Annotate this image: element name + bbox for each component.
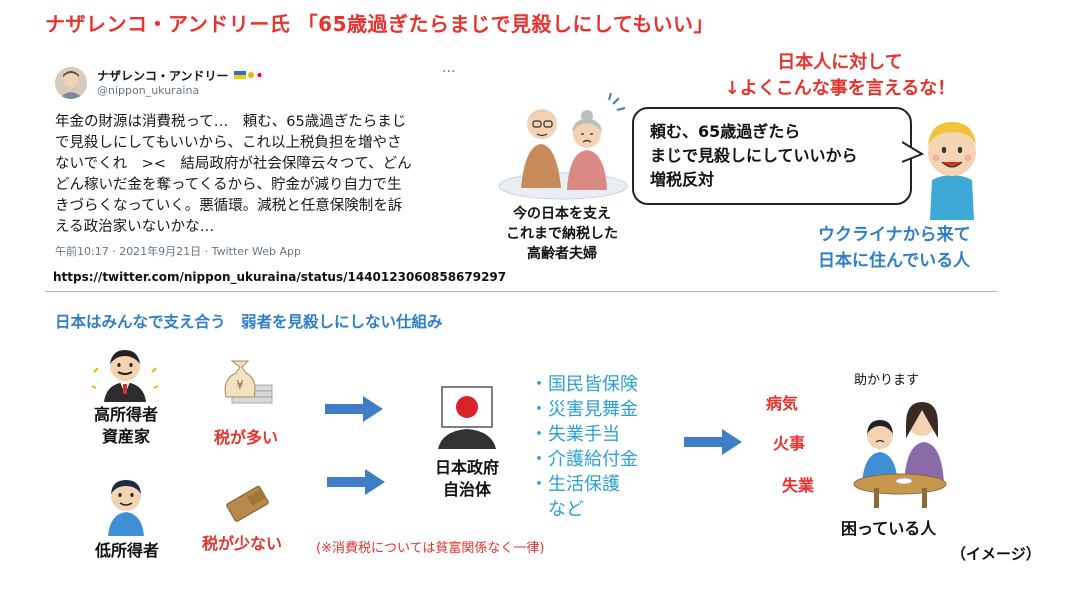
arrow-right-icon [327, 469, 385, 495]
tweet-author-handle[interactable]: @nippon_ukuraina [97, 84, 200, 97]
family-in-need-illustration [853, 402, 947, 508]
money-bag-icon: ¥ [224, 360, 273, 404]
exclaim-line: 日本人に対して [777, 52, 903, 73]
tweet-author-name-text: ナザレンコ・アンドリー [97, 69, 229, 83]
bubble-line: 頼む、65歳過ぎたら [650, 122, 801, 141]
trouble-fire: 火事 [773, 434, 806, 453]
service-item: ・国民皆保険 [530, 374, 638, 395]
page-title: ナザレンコ・アンドリー氏 「65歳過ぎたらまじで見殺しにしてもいい」 [45, 12, 714, 36]
svg-text:¥: ¥ [236, 378, 244, 392]
foreign-resident-illustration [928, 122, 976, 220]
elderly-caption-line: 今の日本を支え [513, 206, 611, 222]
government-line: 日本政府 [434, 458, 499, 477]
bubble-text: 頼む、65歳過ぎたら まじで見殺しにしていいから 増税反対 [650, 120, 858, 192]
tweet-timestamp[interactable]: 午前10:17 · 2021年9月21日 · Twitter Web App [55, 245, 302, 258]
image-note: （イメージ） [951, 545, 1041, 563]
tweet-body-line: きづらくなっていく。悪循環。減税と任意保険制を訴 [55, 198, 403, 214]
tweet-body-line: どん稼いだ金を奪ってくるから、貯金が減り自力で生 [55, 177, 402, 193]
wallet-icon [226, 485, 269, 522]
service-item: ・介護給付金 [530, 449, 638, 470]
high-income-label: 高所得者 資産家 [82, 404, 170, 448]
elderly-caption-line: 高齢者夫婦 [527, 246, 597, 262]
japan-government-icon [438, 386, 496, 449]
trouble-illness: 病気 [766, 394, 799, 413]
service-item: ・生活保護 [530, 474, 620, 495]
speech-bubble [632, 107, 912, 205]
consumption-tax-note: (※消費税については貧富関係なく一律) [316, 541, 545, 556]
service-item: ・失業手当 [530, 424, 620, 445]
high-tax-label: 税が多い [214, 428, 279, 447]
avatar[interactable] [55, 67, 87, 99]
bubble-line: まじで見殺しにしていいから [650, 146, 858, 165]
low-tax-label: 税が少ない [202, 534, 283, 553]
tweet-body: 年金の財源は消費税って… 頼む、65歳過ぎたらまじ で見殺しにしてもいいから、こ… [55, 112, 455, 238]
tweet-url[interactable]: https://twitter.com/nippon_ukuraina/stat… [53, 270, 507, 284]
elderly-caption-line: これまで納税した [506, 226, 618, 242]
exclaim-text: 日本人に対して ↓よくこんな事を言えるな！ [700, 50, 980, 102]
help-caption: 助かります [854, 373, 920, 388]
arrow-right-icon [684, 429, 742, 455]
foreign-resident-caption-line: ウクライナから来て [818, 225, 971, 245]
government-label: 日本政府 自治体 [418, 457, 516, 501]
bubble-line: 増税反対 [650, 170, 715, 189]
bubble-tail [902, 141, 924, 163]
elderly-couple-illustration [498, 92, 628, 200]
arrow-right-icon [325, 396, 383, 422]
tweet-body-line: える政治家いないかな… [55, 219, 215, 235]
high-income-line: 高所得者 [93, 405, 158, 424]
service-item: など [530, 499, 584, 520]
section-divider [45, 291, 997, 292]
person-in-need-label: 困っている人 [841, 519, 937, 538]
low-income-label: 低所得者 [94, 541, 159, 560]
more-options-icon[interactable]: ··· [442, 64, 456, 80]
tweet-author-name[interactable]: ナザレンコ・アンドリー [97, 67, 263, 84]
trouble-unemployment: 失業 [782, 476, 815, 495]
exclaim-line: ↓よくこんな事を言えるな！ [724, 78, 956, 99]
service-item: ・災害見舞金 [530, 399, 638, 420]
elderly-caption: 今の日本を支え これまで納税した 高齢者夫婦 [492, 204, 632, 264]
social-services-list: ・国民皆保険 ・災害見舞金 ・失業手当 ・介護給付金 ・生活保護 など [530, 372, 638, 522]
flag-icons [233, 70, 263, 80]
low-income-person-illustration [108, 480, 144, 536]
government-line: 自治体 [442, 480, 491, 499]
foreign-resident-caption: ウクライナから来て 日本に住んでいる人 [818, 222, 971, 274]
tweet-body-line: ないでくれ >< 結局政府が社会保障云々つて、どん [55, 156, 412, 172]
foreign-resident-caption-line: 日本に住んでいる人 [818, 251, 971, 271]
tweet-body-line: で見殺しにしてもいいから、これ以上税負担を増やさ [55, 135, 402, 151]
section-title: 日本はみんなで支え合う 弱者を見殺しにしない仕組み [55, 313, 443, 331]
tweet-body-line: 年金の財源は消費税って… 頼む、65歳過ぎたらまじ [55, 114, 407, 130]
wealthy-person-illustration [91, 350, 159, 402]
high-income-line: 資産家 [101, 427, 150, 446]
